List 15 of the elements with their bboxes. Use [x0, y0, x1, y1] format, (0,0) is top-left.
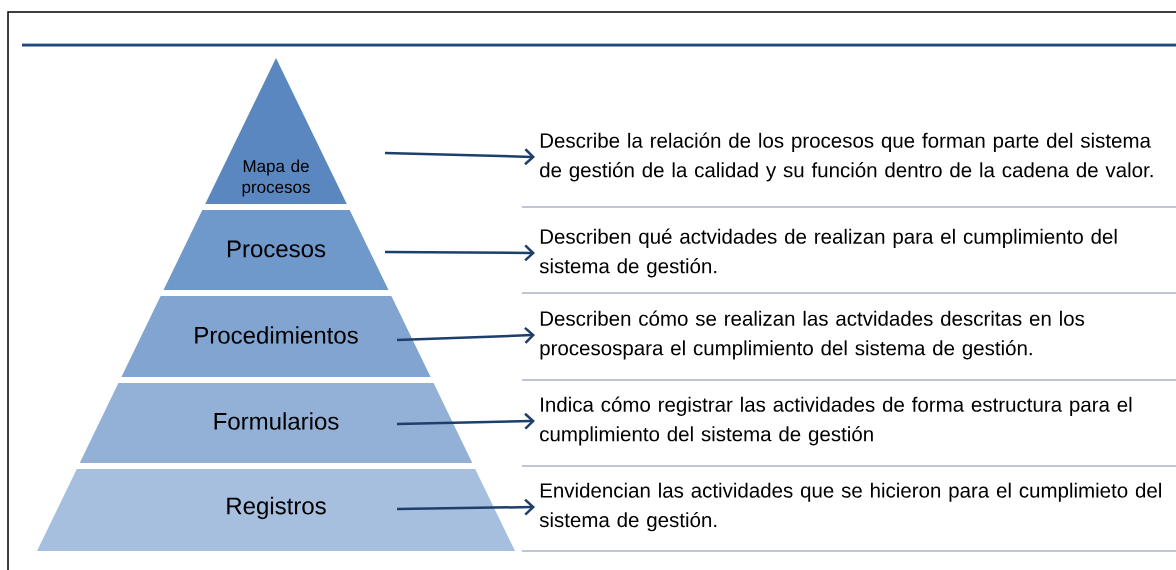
arrow	[397, 498, 535, 516]
description-text: Describe la relación de los procesos que forman parte del sistema de gestión de la calidad y su función dentro de la cadena de valor.	[540, 132, 1153, 182]
pyramid-level: Procedimientos	[121, 296, 431, 377]
pyramid-level: Registros	[37, 469, 515, 551]
arrow	[385, 244, 535, 262]
description-text: Describen qué actvidades de realizan para el cumplimiento del sistema de gestión.	[539, 228, 1117, 278]
description-text: Envidencian las actividades que se hicieron para el cumplimieto del sistema de gestión.	[539, 482, 1161, 532]
pyramid-level: Formularios	[79, 383, 473, 463]
pyramid-level: Procesos	[163, 210, 389, 290]
description-text: Describen cómo se realizan las actvidades descritas en los procesospara el cumplimiento del sistema de gestión.	[540, 310, 1085, 360]
arrow	[397, 412, 535, 430]
pyramid-level: Mapa de procesos	[205, 58, 347, 204]
arrow	[384, 148, 535, 166]
description-text: Indica cómo registrar las actividades de forma estructura para el cumplimiento del sistema de gestión	[540, 396, 1132, 446]
arrow	[396, 326, 535, 344]
